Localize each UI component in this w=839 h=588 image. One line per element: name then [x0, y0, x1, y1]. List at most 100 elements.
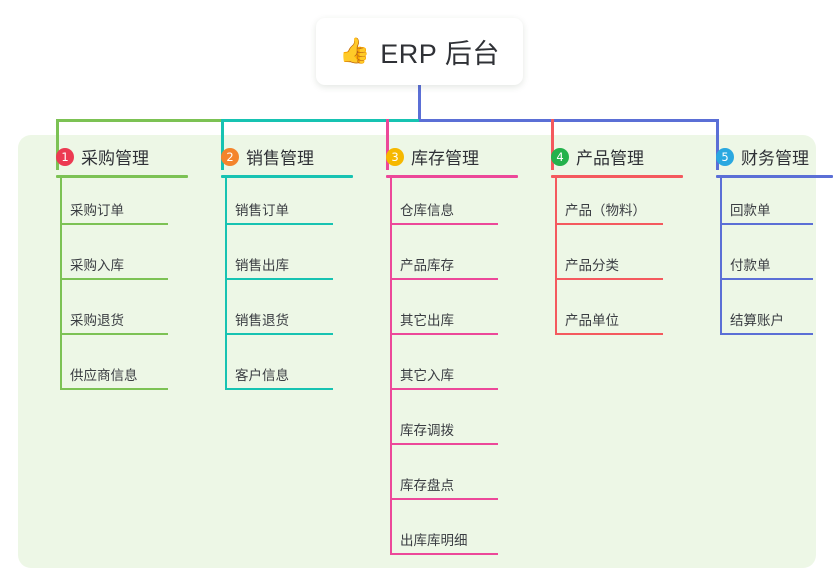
branch-item-underline: [225, 278, 333, 280]
branch-item-label: 结算账户: [730, 313, 784, 328]
branch-number-badge: 1: [56, 147, 74, 166]
branch-items: 回款单付款单结算账户: [700, 178, 835, 343]
branch-items: 销售订单销售出库销售退货客户信息: [205, 178, 355, 398]
branch-item[interactable]: 库存调拨: [370, 398, 520, 453]
branch-underline: [56, 175, 188, 178]
branch-item-underline: [720, 333, 813, 335]
branch-item-label: 出库库明细: [400, 533, 468, 548]
branch-item-label: 采购退货: [70, 313, 124, 328]
branch-item-label: 产品单位: [565, 313, 619, 328]
branch-item-label: 销售订单: [235, 203, 289, 218]
branch-item[interactable]: 结算账户: [700, 288, 835, 343]
branch-column-1: 1 采购管理采购订单采购入库采购退货供应商信息: [40, 144, 190, 398]
branch-item-label: 库存盘点: [400, 478, 454, 493]
branch-item[interactable]: 回款单: [700, 178, 835, 233]
branch-title: 库存管理: [411, 149, 479, 168]
branch-title: 产品管理: [576, 149, 644, 168]
branch-item-label: 销售退货: [235, 313, 289, 328]
branch-drop-2: [221, 119, 224, 170]
root-node-label: ERP 后台: [380, 39, 500, 69]
branch-item-underline: [60, 333, 168, 335]
branch-item-label: 库存调拨: [400, 423, 454, 438]
branch-item-underline: [390, 388, 498, 390]
branch-item[interactable]: 采购入库: [40, 233, 190, 288]
branch-item-underline: [720, 278, 813, 280]
branch-item-label: 采购入库: [70, 258, 124, 273]
branch-item-label: 仓库信息: [400, 203, 454, 218]
branch-item-underline: [390, 443, 498, 445]
branch-underline: [221, 175, 353, 178]
branch-item[interactable]: 产品单位: [535, 288, 685, 343]
branch-item-underline: [555, 223, 663, 225]
branch-item-label: 销售出库: [235, 258, 289, 273]
branch-header-3[interactable]: 3 库存管理: [370, 144, 520, 169]
branch-item-underline: [390, 498, 498, 500]
branch-item[interactable]: 其它出库: [370, 288, 520, 343]
bus-blue: [419, 119, 719, 122]
branch-drop-4: [551, 119, 554, 170]
root-node[interactable]: 👍 ERP 后台: [316, 18, 523, 85]
branch-drop-5: [716, 119, 719, 170]
branch-item[interactable]: 销售退货: [205, 288, 355, 343]
branch-item-underline: [390, 223, 498, 225]
branch-underline: [716, 175, 833, 178]
branch-number-badge: 5: [716, 147, 734, 166]
branch-item[interactable]: 产品（物料）: [535, 178, 685, 233]
branch-item[interactable]: 仓库信息: [370, 178, 520, 233]
bus-teal: [221, 119, 419, 122]
branch-header-5[interactable]: 5 财务管理: [700, 144, 835, 169]
branch-title: 采购管理: [81, 149, 149, 168]
branch-item[interactable]: 产品分类: [535, 233, 685, 288]
root-stem: [418, 85, 421, 122]
branch-spine: [720, 178, 722, 335]
branch-item-label: 回款单: [730, 203, 771, 218]
branch-item-label: 产品分类: [565, 258, 619, 273]
branch-item-underline: [60, 278, 168, 280]
branch-item-underline: [225, 223, 333, 225]
branch-number-badge: 3: [386, 147, 404, 166]
branch-item[interactable]: 库存盘点: [370, 453, 520, 508]
branch-item-underline: [390, 333, 498, 335]
branch-item[interactable]: 其它入库: [370, 343, 520, 398]
branch-item-underline: [225, 388, 333, 390]
branch-item-label: 付款单: [730, 258, 771, 273]
branch-item[interactable]: 销售出库: [205, 233, 355, 288]
branch-title: 销售管理: [246, 149, 314, 168]
branch-item[interactable]: 客户信息: [205, 343, 355, 398]
branch-item-label: 其它出库: [400, 313, 454, 328]
branch-item-label: 供应商信息: [70, 368, 138, 383]
branch-column-5: 5 财务管理回款单付款单结算账户: [700, 144, 835, 343]
branch-header-1[interactable]: 1 采购管理: [40, 144, 190, 169]
branch-item[interactable]: 供应商信息: [40, 343, 190, 398]
branch-item[interactable]: 付款单: [700, 233, 835, 288]
branch-item-underline: [60, 388, 168, 390]
branch-item-underline: [720, 223, 813, 225]
branch-item[interactable]: 产品库存: [370, 233, 520, 288]
branch-item-label: 其它入库: [400, 368, 454, 383]
branch-spine: [60, 178, 62, 390]
branch-spine: [390, 178, 392, 555]
branch-item-label: 产品（物料）: [565, 203, 646, 218]
branch-item-label: 采购订单: [70, 203, 124, 218]
branch-underline: [386, 175, 518, 178]
branch-item[interactable]: 出库库明细: [370, 508, 520, 563]
branch-items: 产品（物料） 产品分类产品单位: [535, 178, 685, 343]
diagram-canvas: [18, 135, 816, 568]
branch-item[interactable]: 采购退货: [40, 288, 190, 343]
branch-spine: [225, 178, 227, 390]
branch-item-underline: [60, 223, 168, 225]
branch-drop-1: [56, 119, 59, 170]
branch-item-underline: [555, 333, 663, 335]
branch-item[interactable]: 采购订单: [40, 178, 190, 233]
branch-item-underline: [225, 333, 333, 335]
thumbs-up-icon: 👍: [339, 37, 371, 65]
branch-items: 仓库信息产品库存其它出库其它入库库存调拨库存盘点出库库明细: [370, 178, 520, 563]
branch-item[interactable]: 销售订单: [205, 178, 355, 233]
branch-title: 财务管理: [741, 149, 809, 168]
branch-underline: [551, 175, 683, 178]
